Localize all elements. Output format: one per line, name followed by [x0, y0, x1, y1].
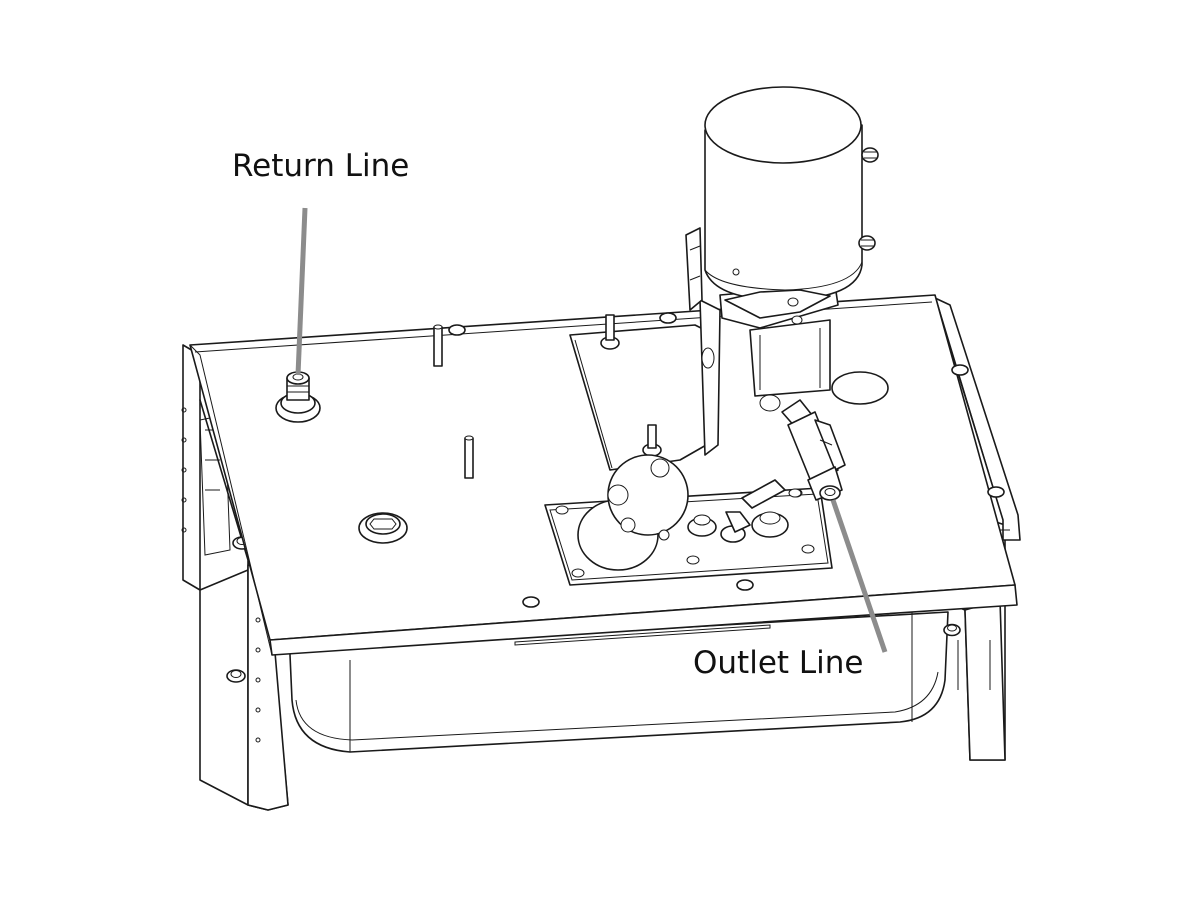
- drain-plug: [358, 512, 408, 544]
- motor-terminal-upper: [861, 147, 879, 163]
- motor-terminal-lower: [858, 235, 876, 251]
- ball-valve-knob: [577, 454, 689, 571]
- return-line-leader: [295, 207, 308, 376]
- outlet-line-leader: [830, 499, 888, 653]
- sight-glass: [831, 371, 889, 405]
- bracket-bolt-left-lower: [226, 669, 246, 683]
- dowel-pin-rear: [433, 324, 443, 367]
- outlet-line-label: Outlet Line: [693, 645, 864, 681]
- solenoid-lever: [741, 479, 802, 538]
- right-mounting-bracket: [934, 297, 1021, 761]
- return-line-fitting: [275, 371, 321, 423]
- reservoir-tank: [289, 610, 949, 753]
- deck-bolts: [448, 312, 1005, 608]
- relief-valve: [687, 511, 751, 543]
- slanted-bracket: [569, 299, 721, 471]
- electric-motor: [704, 86, 879, 325]
- return-line-label: Return Line: [232, 148, 409, 184]
- bracket-bolt-right-lower: [943, 623, 961, 637]
- dowel-pin-front: [464, 435, 474, 479]
- outlet-line-fitting: [781, 399, 846, 501]
